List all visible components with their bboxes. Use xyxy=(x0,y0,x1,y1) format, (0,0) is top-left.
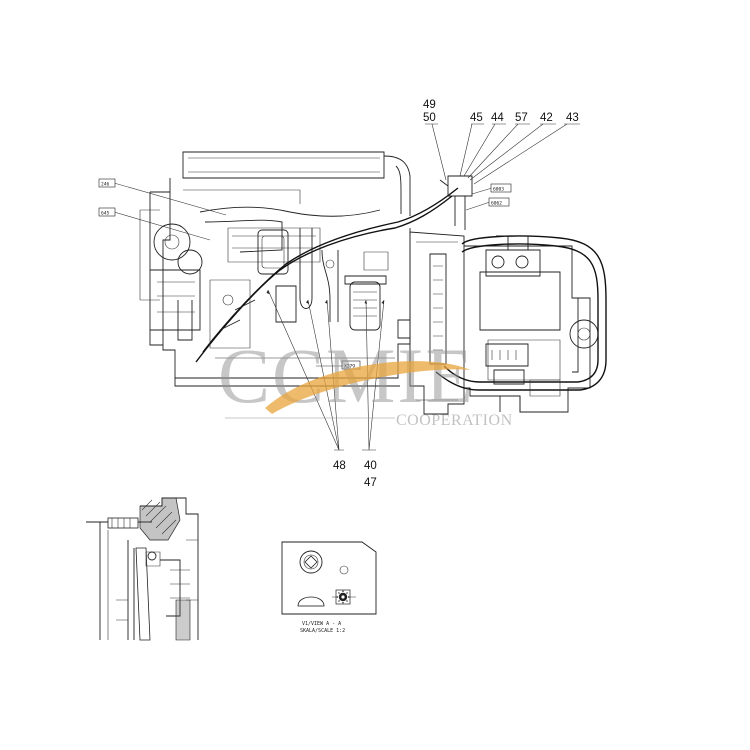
callout-48: 48 xyxy=(333,460,346,472)
tag-6003: 6003 xyxy=(490,183,512,193)
callout-45: 45 xyxy=(470,112,483,124)
engine-assembly xyxy=(139,151,459,387)
view-title: V1/VIEW A - A xyxy=(302,621,341,627)
svg-text:6062: 6062 xyxy=(491,201,502,207)
callout-44: 44 xyxy=(491,112,504,124)
tag-645: 645 xyxy=(98,207,116,217)
section-detail xyxy=(86,497,199,641)
cap-icon xyxy=(297,596,325,607)
transmission-assembly xyxy=(397,231,607,415)
callout-57: 57 xyxy=(515,112,528,124)
watermark: CCMIE COOPERATION xyxy=(218,332,513,429)
callout-40: 40 xyxy=(364,460,377,472)
svg-text:645: 645 xyxy=(101,211,110,217)
leader-lines xyxy=(113,123,580,451)
callout-42: 42 xyxy=(540,112,553,124)
callout-49: 49 xyxy=(423,99,436,111)
callout-numbers: 49 50 45 44 57 42 43 48 40 47 xyxy=(333,99,579,489)
view-a-a: V1/VIEW A - A SKALA/SCALE 1:2 xyxy=(281,541,377,634)
svg-text:246: 246 xyxy=(101,182,110,188)
tag-6062: 6062 xyxy=(488,197,510,207)
callout-43: 43 xyxy=(566,112,579,124)
svg-text:6003: 6003 xyxy=(493,187,504,193)
watermark-swoosh xyxy=(265,361,470,414)
plug-icon xyxy=(299,550,323,574)
gear-icon xyxy=(336,590,350,604)
callout-47: 47 xyxy=(364,477,377,489)
callout-50: 50 xyxy=(423,112,436,124)
reference-tags: 246 645 6003 6062 X279 xyxy=(98,178,512,370)
watermark-subtitle: COOPERATION xyxy=(396,412,513,429)
svg-text:X279: X279 xyxy=(344,364,355,370)
view-scale: SKALA/SCALE 1:2 xyxy=(300,628,345,634)
tag-246: 246 xyxy=(98,178,116,188)
